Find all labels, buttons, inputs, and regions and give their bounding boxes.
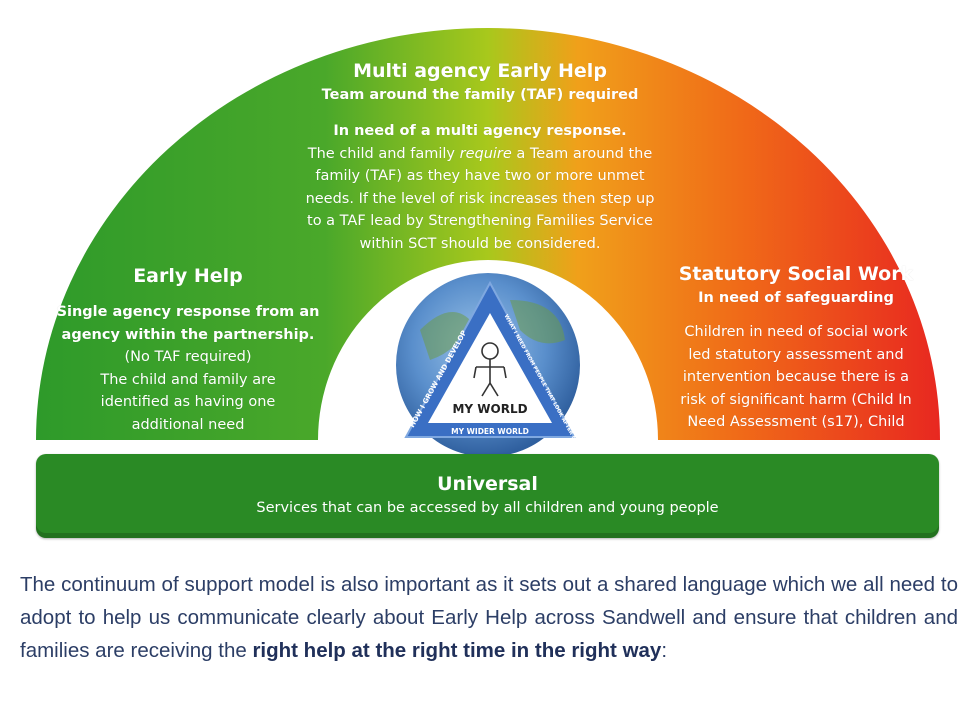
early-help-bold-1: Single agency response from an — [56, 304, 320, 320]
rainbow-arch: MY WORLD MY WIDER WORLD HOW I GROW AND D… — [36, 28, 940, 457]
statutory-line-2: led statutory assessment and — [688, 346, 904, 363]
caption-text: The continuum of support model is also i… — [20, 573, 958, 662]
continuum-of-support-diagram: MY WORLD MY WIDER WORLD HOW I GROW AND D… — [36, 28, 940, 538]
statutory-social-work-section: Statutory Social Work In need of safegua… — [660, 261, 932, 434]
statutory-subtitle: In need of safeguarding — [698, 290, 894, 306]
statutory-line-4: risk of significant harm (Child In — [680, 391, 912, 408]
caption-bold: right help at the right time in the righ… — [252, 639, 662, 662]
universal-title: Universal — [437, 473, 538, 495]
statutory-line-3: intervention because there is a — [682, 369, 910, 385]
multi-agency-line-5: within SCT should be considered. — [359, 235, 601, 252]
multi-agency-line-2: family (TAF) as they have two or more un… — [315, 168, 645, 184]
my-wider-world-label: MY WIDER WORLD — [451, 427, 529, 436]
statutory-line-1: Children in need of social work — [684, 324, 908, 340]
early-help-bold-2: agency within the partnership. — [61, 326, 315, 343]
caption-paragraph: The continuum of support model is also i… — [20, 568, 958, 667]
my-world-triangle: MY WORLD MY WIDER WORLD HOW I GROW AND D… — [404, 280, 579, 446]
multi-agency-line-1: The child and family require a Team arou… — [307, 145, 653, 162]
early-help-section: Early Help Single agency response from a… — [52, 263, 324, 436]
universal-description: Services that can be accessed by all chi… — [256, 500, 719, 516]
multi-agency-heading: In need of a multi agency response. — [333, 123, 627, 139]
statutory-title: Statutory Social Work — [678, 263, 914, 285]
multi-agency-section: Multi agency Early Help Team around the … — [280, 58, 680, 255]
statutory-line-5: Need Assessment (s17), Child — [687, 414, 905, 430]
multi-agency-title: Multi agency Early Help — [353, 60, 607, 82]
early-help-line-1: (No TAF required) — [124, 349, 252, 365]
early-help-line-2: The child and family are — [100, 371, 276, 388]
early-help-line-4: additional need — [131, 416, 245, 433]
universal-section: Universal Services that can be accessed … — [36, 454, 939, 538]
caption-end: : — [661, 639, 668, 662]
arch-band — [36, 28, 940, 440]
early-help-line-3: identified as having one — [100, 394, 276, 410]
early-help-title: Early Help — [133, 265, 243, 287]
my-world-label: MY WORLD — [452, 402, 527, 416]
multi-agency-line-3: needs. If the level of risk increases th… — [305, 190, 655, 207]
child-figure-icon — [473, 342, 507, 397]
multi-agency-subtitle: Team around the family (TAF) required — [321, 87, 639, 103]
multi-agency-line-4: to a TAF lead by Strengthening Families … — [307, 213, 653, 229]
